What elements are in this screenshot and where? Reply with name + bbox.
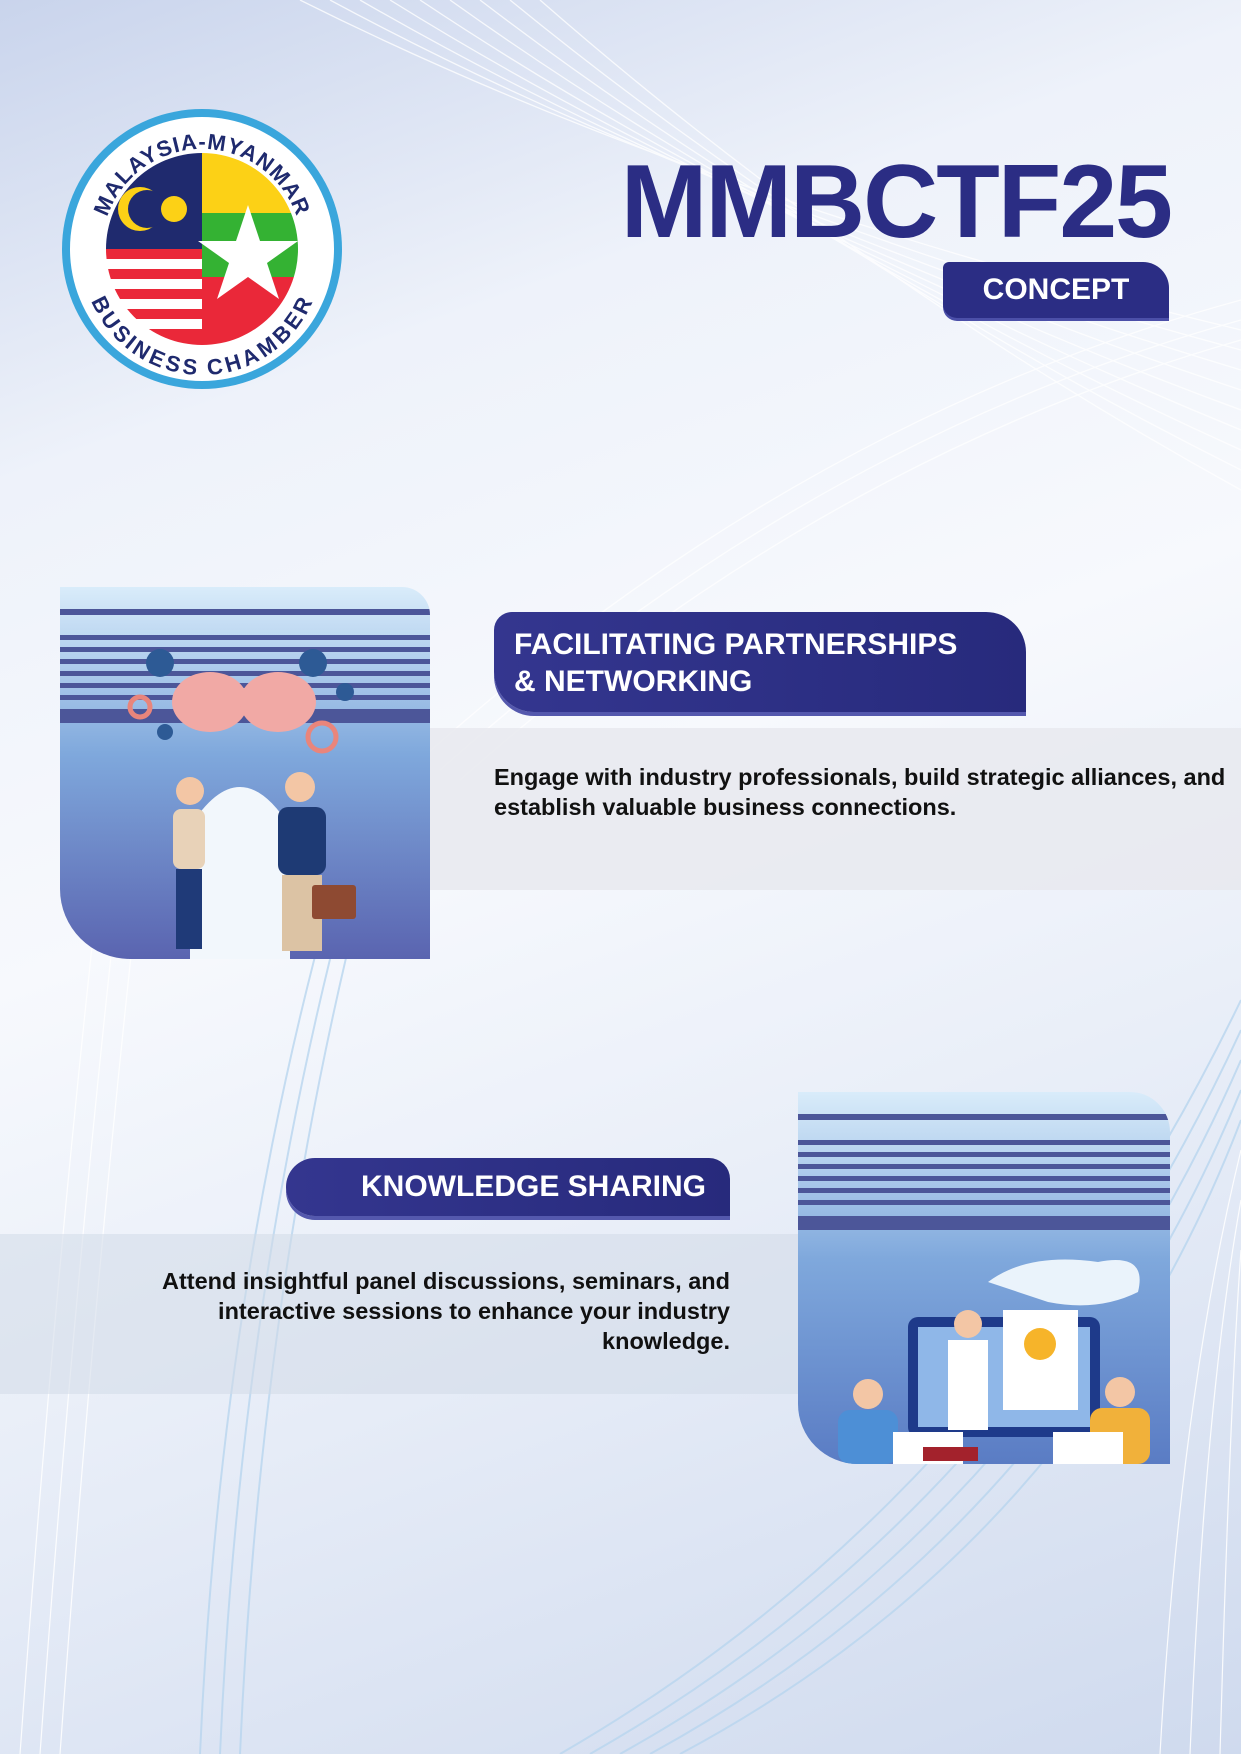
- heading-line-2: & NETWORKING: [514, 665, 753, 698]
- networking-illustration: [60, 587, 430, 959]
- section-heading-partnerships: FACILITATING PARTNERSHIPS & NETWORKING: [494, 612, 1026, 712]
- description-line: knowledge.: [602, 1328, 730, 1354]
- lightbulb-icon: [1024, 1328, 1056, 1360]
- person-woman-icon: [173, 777, 205, 949]
- chamber-logo: MALAYSIA-MYANMAR BUSINESS CHAMBER: [62, 109, 342, 389]
- gear-icon: [146, 649, 354, 740]
- person-man-icon: [278, 772, 356, 951]
- section-description-knowledge: Attend insightful panel discussions, sem…: [60, 1266, 730, 1356]
- description-line: interactive sessions to enhance your ind…: [218, 1298, 730, 1324]
- chat-bubble-icon: [172, 672, 316, 732]
- section-heading-knowledge: KNOWLEDGE SHARING: [286, 1158, 730, 1216]
- section-description-partnerships: Engage with industry professionals, buil…: [494, 764, 1226, 820]
- description-line: Attend insightful panel discussions, sem…: [161, 1268, 730, 1294]
- description-band: [430, 728, 1241, 890]
- seminar-illustration: [798, 1092, 1170, 1464]
- presenter-icon: [948, 1310, 988, 1430]
- flipchart-icon: [1003, 1310, 1078, 1410]
- books-icon: [923, 1447, 978, 1461]
- description-band: [0, 1234, 800, 1394]
- concept-badge: CONCEPT: [943, 262, 1169, 318]
- laptop-icon: [1053, 1432, 1123, 1464]
- heading-line-1: FACILITATING PARTNERSHIPS: [514, 628, 958, 661]
- event-title: MMBCTF25: [620, 144, 1173, 260]
- student-man-icon: [838, 1379, 898, 1464]
